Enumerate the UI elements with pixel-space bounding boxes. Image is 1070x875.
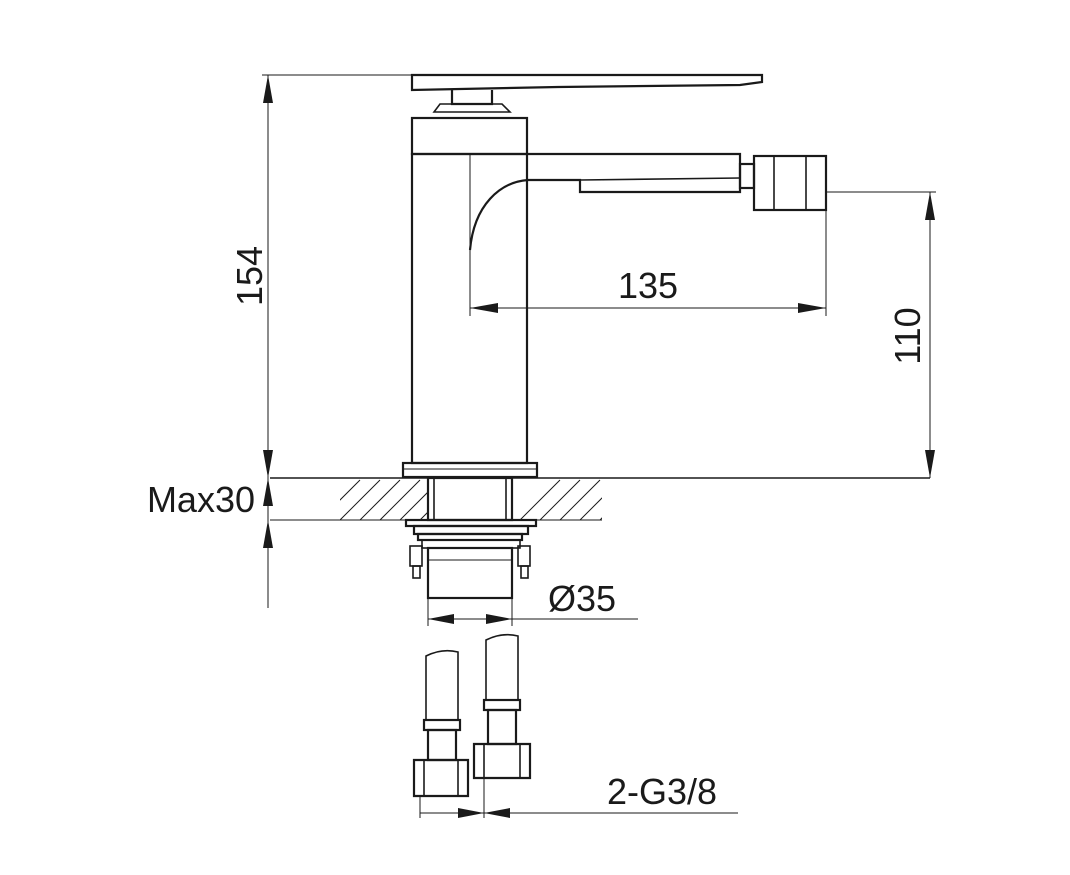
base-flange xyxy=(401,461,539,479)
dimension-total-height: 154 xyxy=(229,74,412,478)
dimension-label-spout-height: 110 xyxy=(887,307,928,364)
hose-right xyxy=(472,633,532,780)
dimension-label-shank-diameter: Ø35 xyxy=(548,578,616,619)
bidet-spout xyxy=(468,152,828,251)
mounting-hardware xyxy=(404,518,538,600)
dimension-spout-height: 110 xyxy=(826,191,936,478)
dimension-spout-reach: 135 xyxy=(469,210,827,316)
flexible-hoses xyxy=(412,633,532,798)
faucet-body xyxy=(401,73,764,479)
dimension-deck-thickness: Max30 xyxy=(147,478,273,608)
lever-handle xyxy=(410,73,764,92)
dimension-label-hose-connection: 2-G3/8 xyxy=(607,771,717,812)
dimension-label-deck-thickness: Max30 xyxy=(147,479,255,520)
hose-left xyxy=(412,649,470,798)
spray-nozzle-collar xyxy=(738,162,756,190)
spray-nozzle xyxy=(752,154,828,212)
dimension-shank-diameter: Ø35 xyxy=(427,578,638,626)
cartridge-cap xyxy=(410,116,529,156)
spout-arm xyxy=(468,152,742,251)
dimension-hose-connection: 2-G3/8 xyxy=(419,771,738,818)
dimension-label-total-height: 154 xyxy=(229,246,270,306)
handle-stem xyxy=(450,90,494,106)
dimension-label-spout-reach: 135 xyxy=(618,265,678,306)
deck-section xyxy=(270,476,930,522)
